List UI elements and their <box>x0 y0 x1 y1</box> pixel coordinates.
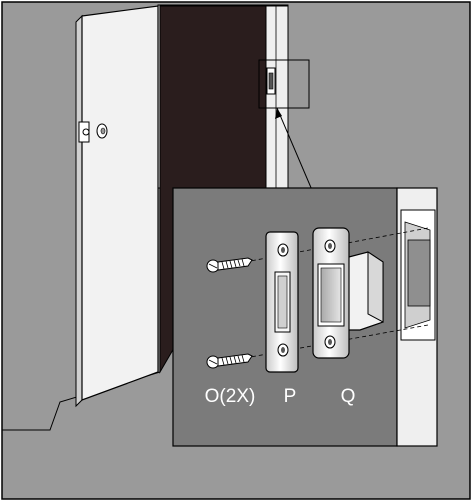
jamb-strike-hole <box>268 72 274 90</box>
zoom-leader-line <box>276 107 313 191</box>
screw-bottom <box>206 353 253 369</box>
screw-top <box>206 257 253 273</box>
strike-plate <box>265 231 299 373</box>
door-knob-hole-inner <box>100 127 106 135</box>
jamb-mortise-cavity <box>407 239 431 307</box>
zoom-leader-arrow <box>275 108 282 119</box>
door-jamb <box>265 5 289 191</box>
door-leaf <box>81 5 159 401</box>
door-leaf-edge <box>75 14 83 408</box>
label-strike-box: Q <box>341 386 356 407</box>
label-screws: O(2X) <box>205 386 256 407</box>
zoom-source-box <box>258 59 310 109</box>
strike-box <box>312 227 384 359</box>
label-strike-plate: P <box>284 386 297 407</box>
latch-bolt <box>82 128 90 136</box>
